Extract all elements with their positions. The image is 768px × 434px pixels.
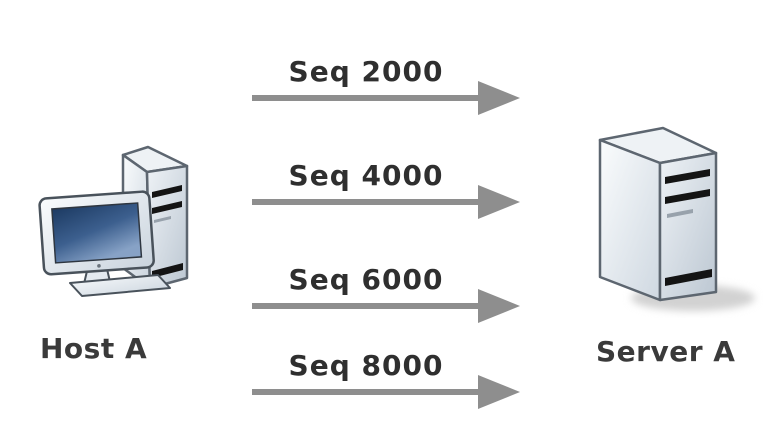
- arrow-head-icon: [478, 289, 520, 323]
- monitor: [38, 190, 155, 276]
- desktop-computer-icon: [38, 145, 189, 297]
- arrow-shaft: [252, 389, 480, 395]
- message-arrow: Seq 4000: [252, 159, 522, 239]
- arrow-head-icon: [478, 81, 520, 115]
- arrow-shaft: [252, 199, 480, 205]
- message-arrow: Seq 2000: [252, 55, 522, 135]
- monitor-screen: [51, 202, 143, 264]
- message-label: Seq 2000: [288, 55, 444, 88]
- message-label: Seq 4000: [288, 159, 444, 192]
- arrow-shaft: [252, 95, 480, 101]
- message-arrow: Seq 8000: [252, 349, 522, 429]
- message-arrow: Seq 6000: [252, 263, 522, 343]
- server-label: Server A: [596, 335, 736, 368]
- message-label: Seq 8000: [288, 349, 444, 382]
- message-label: Seq 6000: [288, 263, 444, 296]
- host-label: Host A: [40, 332, 148, 365]
- arrow-shaft: [252, 303, 480, 309]
- server-tower-icon: [598, 126, 755, 311]
- power-led: [97, 264, 101, 268]
- arrow-head-icon: [478, 185, 520, 219]
- arrow-head-icon: [478, 375, 520, 409]
